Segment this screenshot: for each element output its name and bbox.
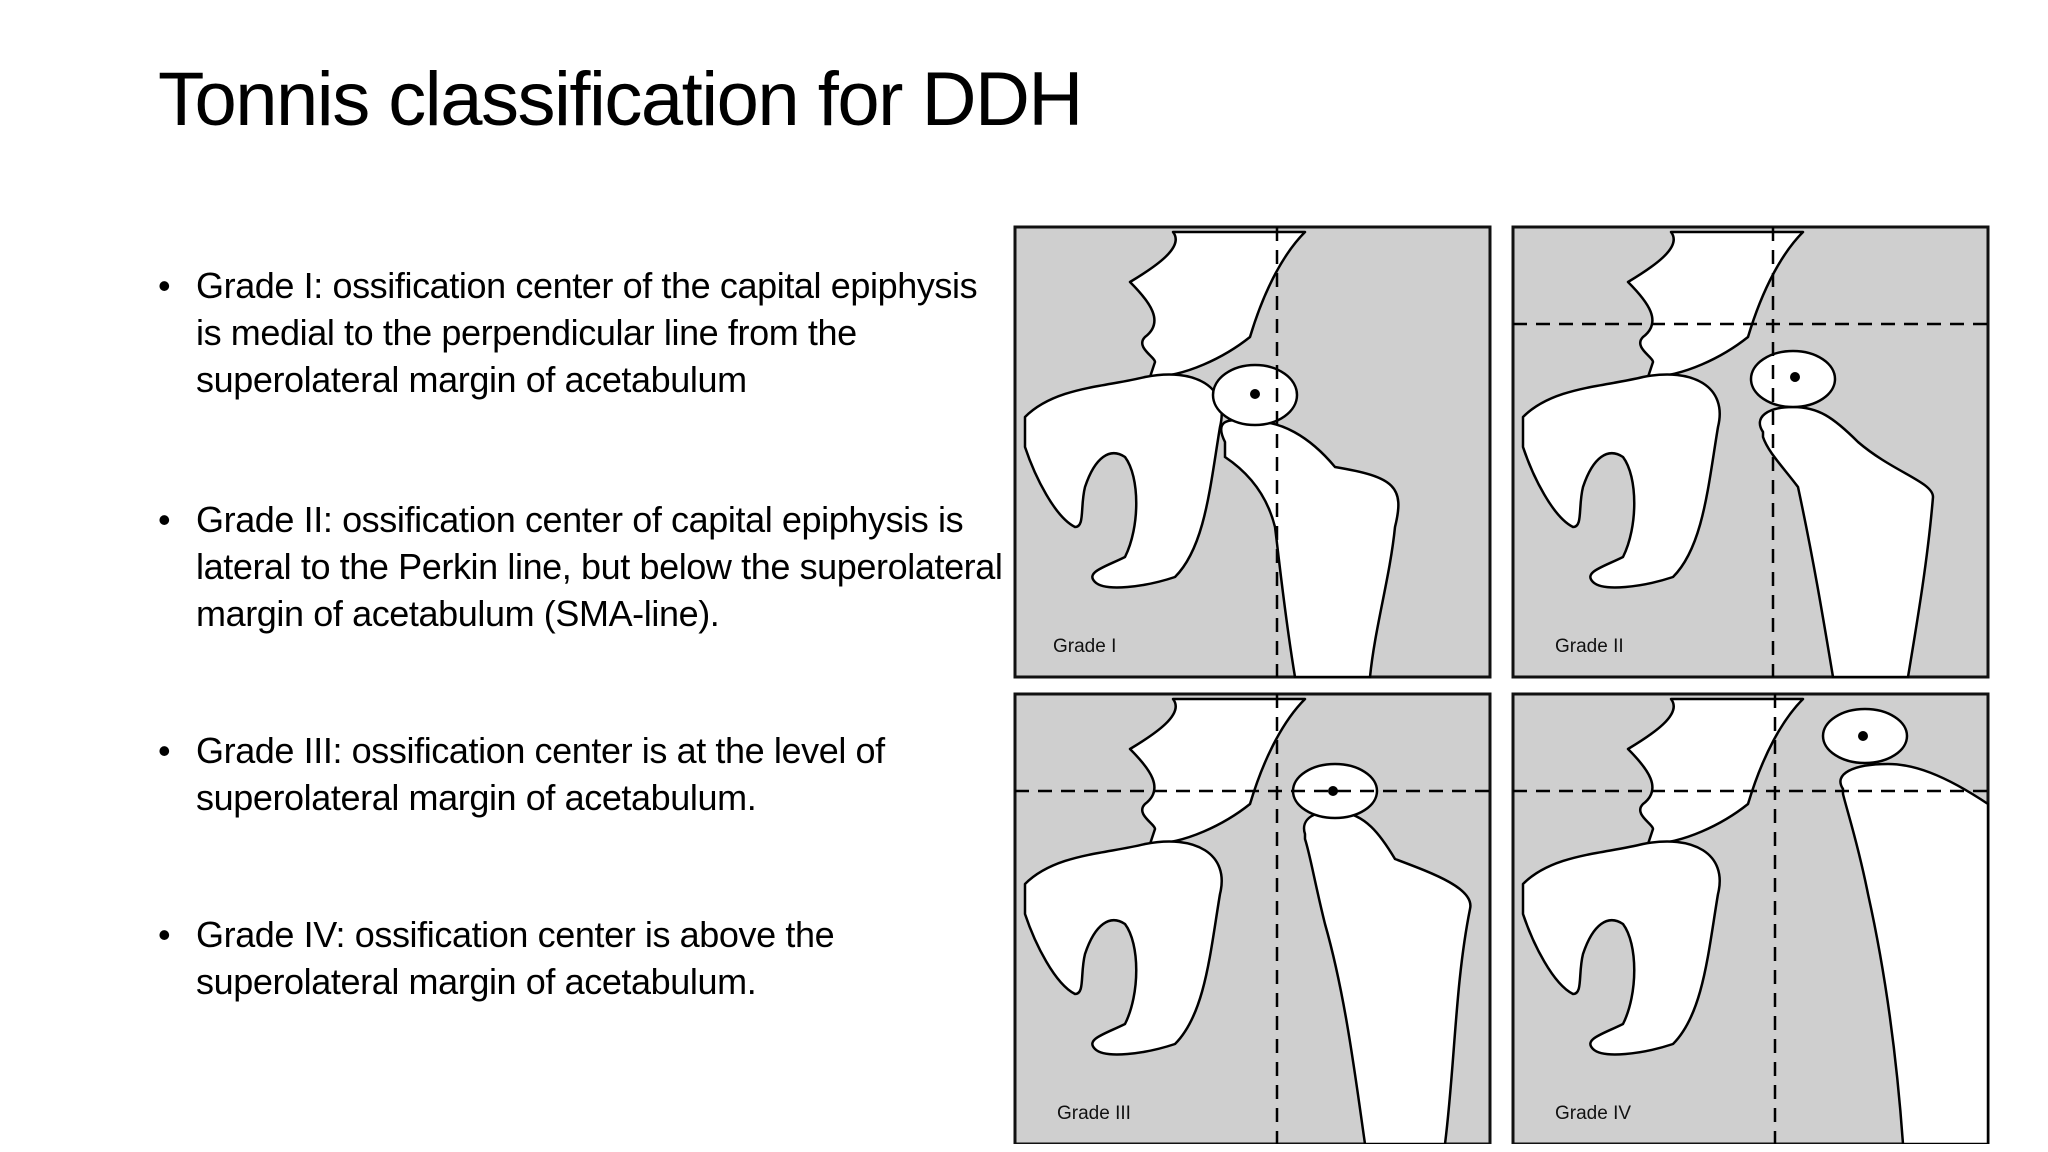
bullet-grade-4: Grade IV: ossification center is above t… <box>158 911 1008 1005</box>
panel-grade-1: Grade I <box>1013 225 1492 679</box>
panel-label-grade-1: Grade I <box>1053 636 1116 657</box>
panel-grade-4: Grade IV <box>1511 692 1990 1144</box>
bullet-grade-2: Grade II: ossification center of capital… <box>158 496 1008 637</box>
tonnis-grade-figure: Grade I Grade II Grade III <box>1013 225 1990 1144</box>
panel-grade-2: Grade II <box>1511 225 1990 679</box>
bullet-grade-3: Grade III: ossification center is at the… <box>158 727 1008 821</box>
panel-label-grade-4: Grade IV <box>1555 1103 1631 1124</box>
panel-grade-3: Grade III <box>1013 692 1492 1144</box>
panel-label-grade-3: Grade III <box>1057 1103 1131 1124</box>
bullet-list: Grade I: ossification center of the capi… <box>158 262 1008 1005</box>
panel-label-grade-2: Grade II <box>1555 636 1624 657</box>
femur-grade-4 <box>1839 762 1990 1144</box>
bullet-grade-1: Grade I: ossification center of the capi… <box>158 262 1008 403</box>
femur-grade-2 <box>1758 405 1935 679</box>
femur-grade-3 <box>1302 810 1472 1144</box>
slide-title: Tonnis classification for DDH <box>158 57 1083 142</box>
